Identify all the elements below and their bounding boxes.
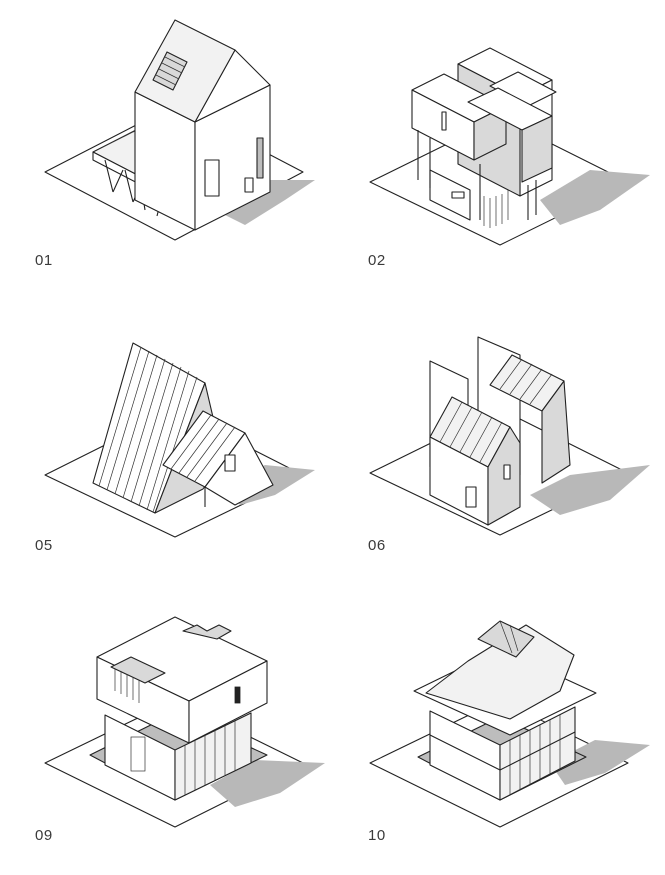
house-10-drawing <box>369 620 650 828</box>
window <box>244 177 254 193</box>
ground-mullions <box>130 721 236 795</box>
front-roof-seams <box>439 401 503 463</box>
floor-band-right <box>499 731 576 771</box>
house-02-drawing <box>369 47 650 246</box>
railing <box>483 190 509 228</box>
aframe-seams <box>98 346 198 513</box>
house-06-drawing <box>369 336 650 536</box>
roof-slope <box>425 624 575 720</box>
floor-band <box>429 734 501 771</box>
ground-window <box>451 191 465 199</box>
door-frame <box>204 159 220 197</box>
side-window <box>503 464 511 480</box>
upper-window <box>234 686 241 704</box>
roof-notch <box>182 624 232 640</box>
pilotis <box>417 130 537 220</box>
diagram-label: 09 <box>35 827 53 844</box>
ground-glass <box>429 169 471 221</box>
rear-wall <box>541 380 571 484</box>
cast-shadow <box>210 760 325 807</box>
house-09-drawing <box>44 616 325 828</box>
diagram-05: 05 <box>35 315 335 595</box>
wing-gable <box>204 432 274 506</box>
wall-right <box>499 706 576 801</box>
diagram-01: 01 <box>35 19 335 310</box>
cast-shadow <box>540 170 650 225</box>
diagram-10: 10 <box>360 595 660 875</box>
wing-door <box>224 454 236 472</box>
skylight-slats <box>114 669 140 703</box>
rear-roof-seams <box>499 358 553 405</box>
house-01-drawing <box>44 19 315 241</box>
diagram-09: 09 <box>35 595 335 875</box>
house-roof <box>134 19 236 123</box>
box-right <box>188 660 268 744</box>
roof-opening <box>477 620 535 658</box>
second-block-end <box>521 115 553 183</box>
house-05-drawing <box>44 342 315 538</box>
roof-opening-glazing <box>499 620 519 654</box>
diagram-label: 06 <box>368 537 386 554</box>
front-door <box>465 486 477 508</box>
diagram-06: 06 <box>360 315 660 595</box>
diagram-label: 05 <box>35 537 53 554</box>
roof-slot <box>152 51 188 91</box>
facade-mullions <box>509 715 561 795</box>
diagram-02: 02 <box>360 30 660 310</box>
roof-slats <box>155 56 186 86</box>
skylight <box>110 656 166 684</box>
diagram-label: 10 <box>368 827 386 844</box>
tall-window <box>256 137 264 179</box>
cast-shadow <box>530 465 650 515</box>
wing-roof-seams <box>170 414 236 482</box>
front-block-window <box>441 111 447 131</box>
diagram-label: 01 <box>35 252 53 269</box>
ground-wall-right <box>174 712 252 801</box>
diagram-label: 02 <box>368 252 386 269</box>
